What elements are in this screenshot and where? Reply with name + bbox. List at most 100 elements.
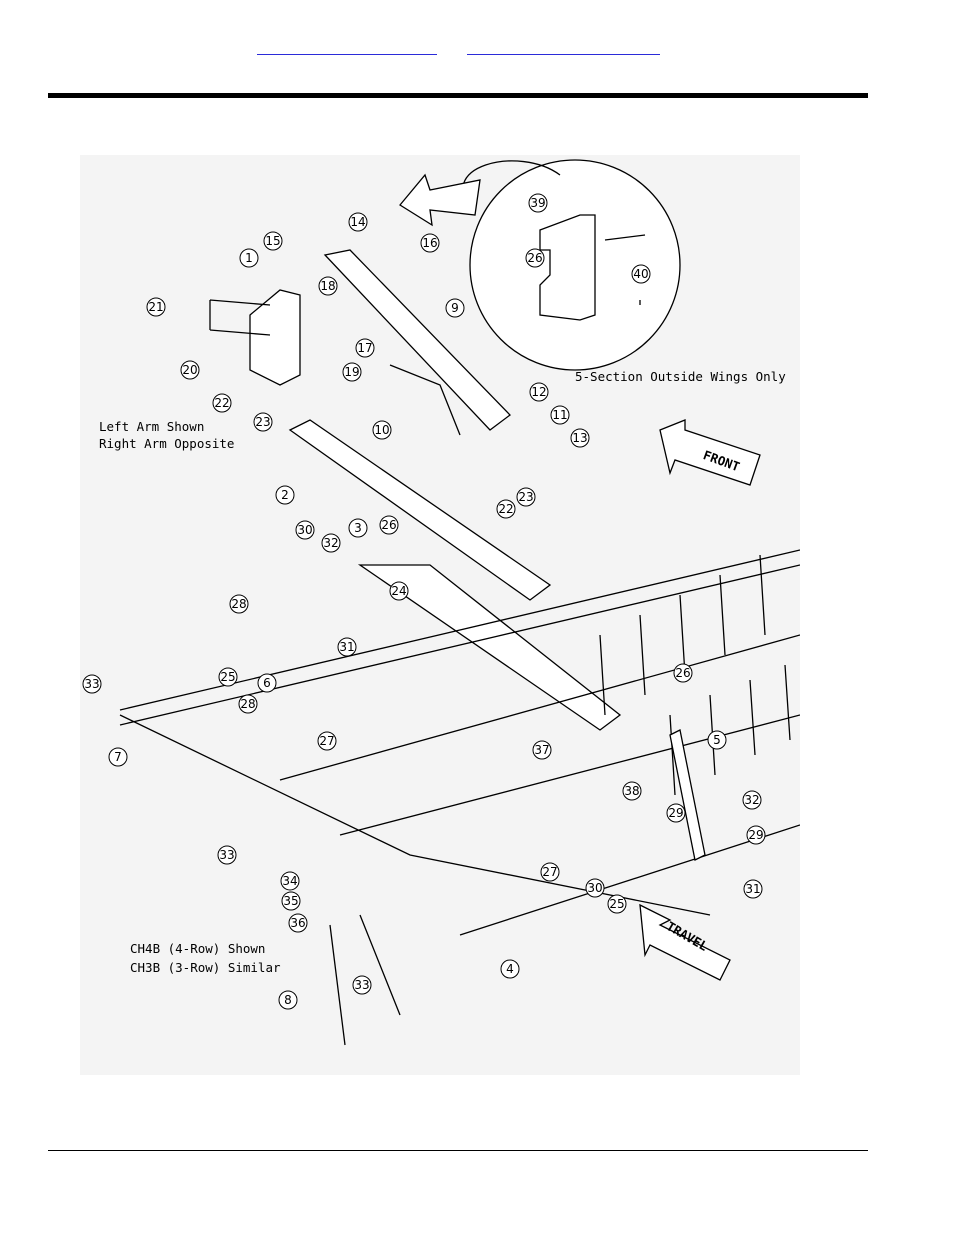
callout-number: 2	[281, 488, 289, 502]
callout-number: 25	[609, 897, 624, 911]
callout-12: 12	[529, 382, 549, 402]
callout-number: 31	[745, 882, 760, 896]
tine-8	[329, 914, 401, 1046]
parts-diagram: FRONT TRAVEL Left Arm Shown Right Arm Op…	[80, 155, 800, 1075]
callout-circle	[532, 740, 552, 760]
callout-circle	[348, 518, 368, 538]
callout-number: 23	[255, 415, 270, 429]
callout-16: 16	[420, 233, 440, 253]
callout-3: 3	[348, 518, 368, 538]
callout-33: 33	[352, 975, 372, 995]
callout-37: 37	[532, 740, 552, 760]
callout-circle	[707, 730, 727, 750]
u-bolt	[209, 299, 271, 336]
callout-circle	[229, 594, 249, 614]
callout-circle	[342, 362, 362, 382]
callout-circle	[317, 731, 337, 751]
callout-circle	[500, 959, 520, 979]
callout-circle	[746, 825, 766, 845]
callout-number: 22	[498, 502, 513, 516]
callout-circle	[238, 694, 258, 714]
callout-40: 40	[631, 264, 651, 284]
compression-spring	[389, 364, 461, 436]
callout-circle	[321, 533, 341, 553]
callout-39: 39	[528, 193, 548, 213]
callout-circle	[108, 747, 128, 767]
callout-18: 18	[318, 276, 338, 296]
callout-circle	[280, 871, 300, 891]
spring-rod-arm	[323, 249, 511, 431]
callout-number: 9	[451, 301, 459, 315]
callout-circle	[278, 990, 298, 1010]
tube-bar-1	[119, 549, 800, 711]
callout-27: 27	[540, 862, 560, 882]
callout-circle	[622, 781, 642, 801]
callout-31: 31	[337, 637, 357, 657]
callout-number: 12	[531, 385, 546, 399]
callout-22: 22	[496, 499, 516, 519]
callout-number: 20	[182, 363, 197, 377]
callout-24: 24	[389, 581, 409, 601]
lever-5	[669, 729, 706, 861]
tine-row-1	[599, 554, 766, 716]
tube-bar-4	[459, 824, 800, 936]
arm-note-line-2: Right Arm Opposite	[99, 436, 234, 451]
callout-circle	[529, 382, 549, 402]
header-link-2[interactable]	[467, 40, 660, 55]
callout-number: 39	[530, 196, 545, 210]
callout-circle	[82, 674, 102, 694]
callout-number: 3	[354, 521, 362, 535]
callout-number: 11	[552, 408, 567, 422]
callout-26: 26	[673, 663, 693, 683]
mount-plate	[249, 289, 301, 386]
callout-34: 34	[280, 871, 300, 891]
callout-circle	[239, 248, 259, 268]
callout-circle	[525, 248, 545, 268]
callout-number: 18	[320, 279, 335, 293]
callout-number: 7	[114, 750, 122, 764]
callout-circle	[631, 264, 651, 284]
header-link-1[interactable]	[257, 40, 437, 55]
callout-1: 1	[239, 248, 259, 268]
callout-number: 8	[284, 993, 292, 1007]
callout-circle	[389, 581, 409, 601]
callout-circle	[337, 637, 357, 657]
callout-number: 21	[148, 300, 163, 314]
callout-number: 25	[220, 670, 235, 684]
inset-arrow-head	[399, 173, 481, 227]
callout-number: 26	[527, 251, 542, 265]
callout-circle	[348, 212, 368, 232]
callout-31: 31	[743, 879, 763, 899]
callout-number: 34	[282, 874, 297, 888]
callout-circle	[275, 485, 295, 505]
callout-number: 36	[290, 916, 305, 930]
callout-number: 37	[534, 743, 549, 757]
callout-circle	[257, 673, 277, 693]
callout-21: 21	[146, 297, 166, 317]
callout-8: 8	[278, 990, 298, 1010]
callout-number: 27	[542, 865, 557, 879]
callout-circle	[281, 891, 301, 911]
callout-number: 16	[422, 236, 437, 250]
callout-13: 13	[570, 428, 590, 448]
callout-14: 14	[348, 212, 368, 232]
callout-15: 15	[263, 231, 283, 251]
callout-25: 25	[218, 667, 238, 687]
callout-38: 38	[622, 781, 642, 801]
callout-number: 1	[245, 251, 253, 265]
callout-circle	[550, 405, 570, 425]
callout-circle	[212, 393, 232, 413]
callout-26: 26	[379, 515, 399, 535]
callout-circle	[743, 879, 763, 899]
callout-33: 33	[82, 674, 102, 694]
parts-drawing: FRONT TRAVEL Left Arm Shown Right Arm Op…	[82, 159, 800, 1046]
callout-20: 20	[180, 360, 200, 380]
callout-number: 30	[587, 881, 602, 895]
callout-circle	[607, 894, 627, 914]
arm-note-line-1: Left Arm Shown	[99, 419, 204, 434]
callout-23: 23	[516, 487, 536, 507]
callout-30: 30	[585, 878, 605, 898]
tube-bar-2	[279, 634, 800, 781]
callout-10: 10	[372, 420, 392, 440]
callout-26: 26	[525, 248, 545, 268]
